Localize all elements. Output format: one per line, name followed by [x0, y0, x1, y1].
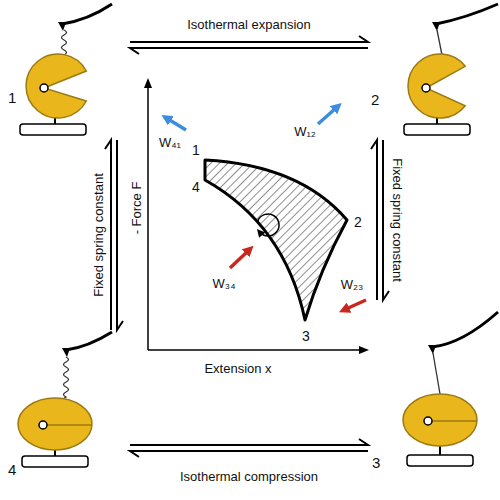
x-axis — [148, 349, 361, 351]
spring-tether — [63, 357, 69, 399]
cantilever — [436, 4, 498, 24]
hinge — [39, 421, 47, 429]
clamp-slit — [45, 424, 92, 426]
state-panel: 3 — [368, 300, 498, 490]
state-panel: 4 — [5, 330, 130, 490]
axis-label: - Force F — [130, 182, 143, 235]
clamp-slit — [430, 420, 477, 422]
point-number: 1 — [192, 143, 200, 157]
state-panel: 2 — [368, 0, 498, 140]
cycle-direction-head — [257, 229, 265, 238]
cantilever — [66, 332, 112, 350]
state-number: 4 — [8, 462, 16, 477]
cantilever — [62, 4, 112, 24]
work-label: W₄₁ — [159, 136, 181, 149]
cantilever-tip — [428, 345, 436, 354]
state-number: 3 — [372, 455, 380, 470]
spring-tether — [62, 30, 67, 56]
surface-stand — [404, 124, 470, 135]
clamp-protein — [408, 54, 465, 118]
tether — [433, 353, 440, 394]
equilibrium-arrow — [105, 140, 123, 330]
state-panel: 1 — [5, 0, 130, 140]
clamp-protein — [26, 54, 86, 118]
point-number: 3 — [302, 329, 310, 343]
clamp-protein — [18, 398, 92, 450]
protein-state — [18, 332, 112, 467]
point-number: 2 — [354, 215, 362, 229]
equilibrium-arrow — [371, 140, 389, 300]
work-label: W₂₃ — [341, 278, 364, 291]
cantilever — [432, 312, 498, 347]
work-label: W₁₂ — [294, 125, 316, 138]
surface-stand — [407, 455, 473, 466]
axis-arrow — [359, 346, 369, 354]
y-axis — [147, 86, 149, 350]
cantilever-tip — [62, 348, 70, 357]
equilibrium-arrow — [130, 36, 368, 54]
work-arrow — [230, 251, 248, 268]
axis-label: Extension x — [204, 362, 271, 375]
protein-state — [20, 4, 112, 135]
work-arrow — [346, 300, 366, 309]
hinge — [422, 84, 430, 92]
process-label: Fixed spring constant — [391, 158, 404, 282]
equilibrium-arrow — [130, 439, 368, 457]
work-label: W₃₄ — [213, 277, 236, 290]
surface-stand — [22, 456, 88, 467]
protein-state — [404, 4, 498, 135]
work-arrow — [168, 119, 186, 130]
surface-stand — [20, 124, 86, 135]
tether — [437, 30, 442, 55]
hinge — [424, 417, 432, 425]
axis-arrow — [144, 78, 152, 88]
cantilever-tip — [58, 22, 66, 31]
hinge — [40, 84, 48, 92]
state-number: 1 — [8, 90, 16, 105]
state-number: 2 — [371, 92, 379, 107]
process-label: Fixed spring constant — [92, 173, 105, 297]
clamp-protein — [403, 394, 477, 446]
process-label: Isothermal expansion — [187, 18, 311, 31]
process-label: Isothermal compression — [180, 470, 318, 483]
protein-state — [403, 312, 498, 466]
work-arrow — [318, 108, 336, 124]
point-number: 4 — [192, 180, 200, 194]
cantilever-tip — [432, 22, 440, 31]
work-cycle — [205, 160, 347, 320]
